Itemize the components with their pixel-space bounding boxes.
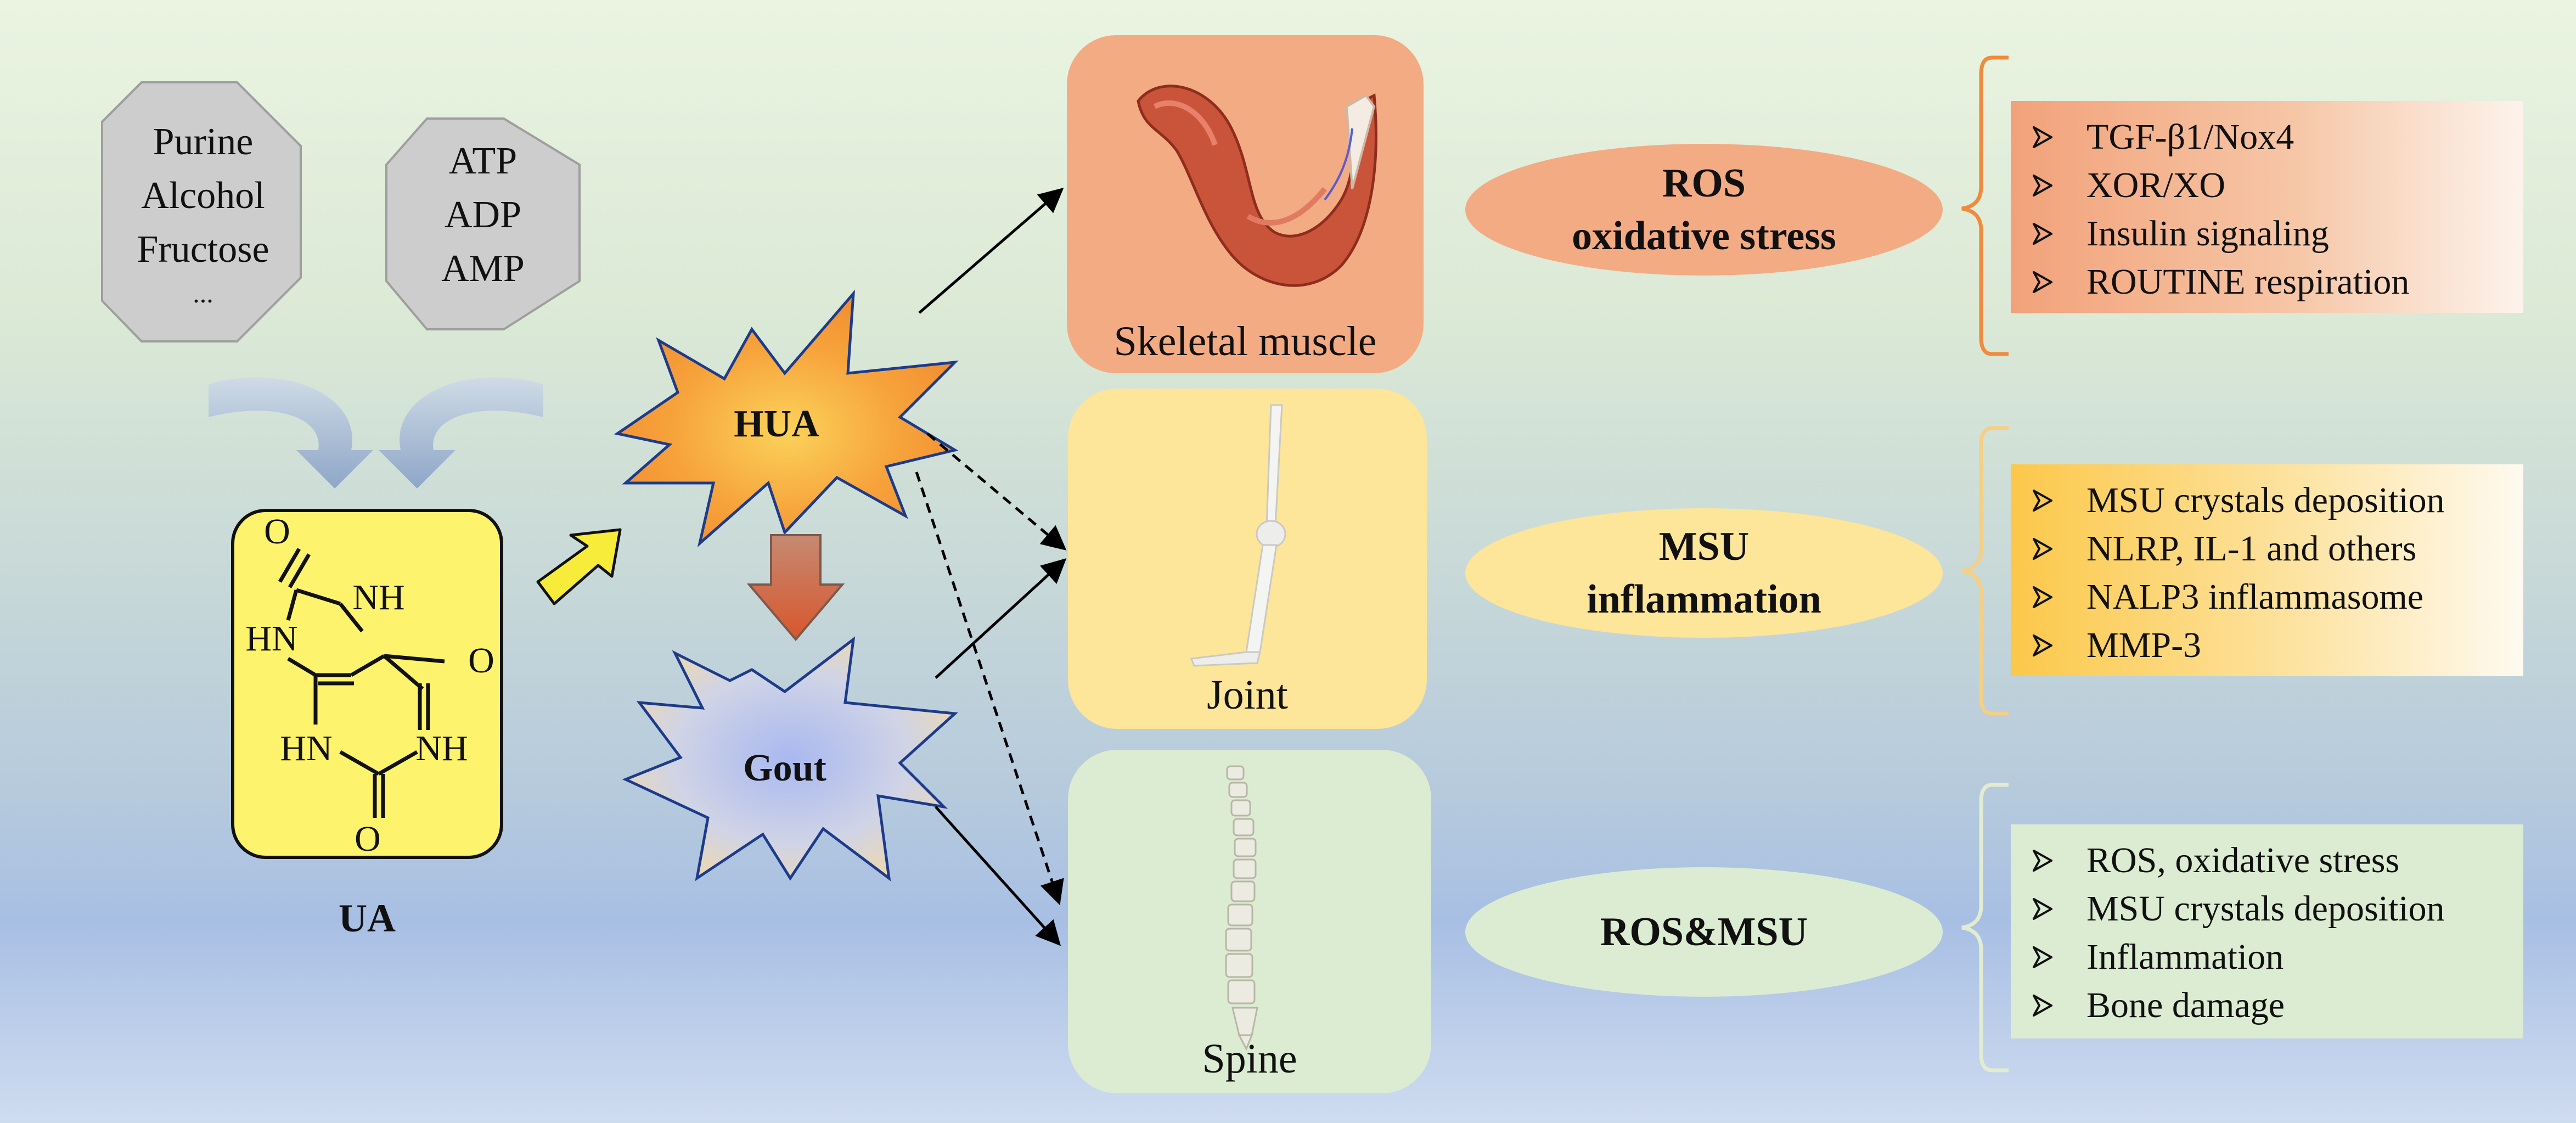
sources-right-text: ATP ADP AMP <box>395 134 571 296</box>
detail-spine-3: Inflammation <box>2033 933 2523 981</box>
arrowhead-bullet-icon <box>2033 635 2052 656</box>
mechanism-msu: MSU inflammation <box>1465 508 1943 638</box>
detail-joint-4: MMP-3 <box>2033 621 2523 670</box>
detail-muscle-2: XOR/XO <box>2033 161 2523 210</box>
panel-label-joint: Joint <box>1207 672 1288 718</box>
detail-joint-1: MSU crystals deposition <box>2033 476 2523 525</box>
mechanism-msu-line1: MSU <box>1658 524 1750 569</box>
panel-label-spine: Spine <box>1202 1036 1297 1082</box>
arrowhead-bullet-icon <box>2033 175 2052 196</box>
detail-spine-1: ROS, oxidative stress <box>2033 836 2523 885</box>
arrowhead-bullet-icon <box>2033 898 2052 920</box>
muscle-illustration <box>1137 85 1377 287</box>
mechanism-msu-line2: inflammation <box>1587 577 1821 622</box>
arrowhead-bullet-icon <box>2033 126 2052 148</box>
bracket-joint <box>1961 426 2009 716</box>
source-atp: ATP <box>448 140 518 182</box>
source-amp: AMP <box>441 248 525 290</box>
ua-to-hua-arrow <box>536 528 622 605</box>
source-purine: Purine <box>153 121 254 163</box>
arrow-hua-to-spine <box>915 471 1064 906</box>
source-adp: ADP <box>444 194 522 236</box>
spine-illustration <box>1225 765 1258 1051</box>
sources-right-polygon <box>385 117 581 330</box>
detail-joint-3: NALP3 inflammasome <box>2033 573 2523 621</box>
atom-o-bottom: O <box>355 819 381 859</box>
bracket-muscle <box>1961 55 2009 356</box>
mechanism-ros: ROS oxidative stress <box>1465 144 1943 276</box>
mechanism-ros-line2: oxidative stress <box>1572 214 1836 259</box>
joint-illustration <box>1190 404 1286 667</box>
mechanism-ros-line1: ROS <box>1662 161 1746 206</box>
details-joint: MSU crystals deposition NLRP, IL-1 and o… <box>2011 464 2523 676</box>
atom-o-top: O <box>264 512 290 552</box>
arrowhead-bullet-icon <box>2033 946 2052 968</box>
ua-box <box>231 509 503 859</box>
arrowhead-bullet-icon <box>2033 850 2052 872</box>
detail-joint-2: NLRP, IL-1 and others <box>2033 525 2523 573</box>
panel-joint: Joint <box>1068 389 1427 729</box>
gout-burst <box>622 636 958 881</box>
sources-left-polygon <box>101 81 302 342</box>
curved-arrow-left <box>209 377 373 488</box>
detail-muscle-4: ROUTINE respiration <box>2033 258 2523 306</box>
panel-label-skeletal-muscle: Skeletal muscle <box>1113 318 1377 364</box>
arrow-gout-to-spine <box>935 806 1061 946</box>
curved-arrow-right <box>379 377 543 488</box>
source-alcohol: Alcohol <box>141 175 265 217</box>
hua-burst <box>614 289 959 547</box>
bracket-spine <box>1961 783 2009 1073</box>
atom-nh-bottom: NH <box>415 728 468 768</box>
detail-muscle-3: Insulin signaling <box>2033 210 2523 258</box>
arrowhead-bullet-icon <box>2033 586 2052 608</box>
hua-to-gout-arrow <box>746 534 845 642</box>
atom-o-right: O <box>468 641 494 681</box>
source-ellipsis: ... <box>193 278 213 308</box>
panel-skeletal-muscle: Skeletal muscle <box>1067 35 1424 373</box>
arrowhead-bullet-icon <box>2033 995 2052 1017</box>
details-muscle: TGF-β1/Nox4 XOR/XO Insulin signaling ROU… <box>2011 101 2523 313</box>
gout-label: Gout <box>743 747 826 789</box>
atom-hn-left: HN <box>245 619 297 659</box>
arrowhead-bullet-icon <box>2033 490 2052 512</box>
detail-muscle-1: TGF-β1/Nox4 <box>2033 113 2523 161</box>
arrowhead-bullet-icon <box>2033 538 2052 560</box>
sources-left-text: Purine Alcohol Fructose ... <box>110 115 296 310</box>
ua-label: UA <box>339 896 396 940</box>
atom-nh-top: NH <box>352 577 404 617</box>
mechanism-ros-msu: ROS&MSU <box>1465 867 1943 997</box>
source-fructose: Fructose <box>137 228 269 271</box>
details-spine: ROS, oxidative stress MSU crystals depos… <box>2011 824 2523 1038</box>
mechanism-ros-msu-line1: ROS&MSU <box>1600 909 1808 954</box>
arrow-gout-to-joint <box>935 558 1067 679</box>
uric-acid-structure <box>278 548 445 818</box>
atom-hn-bottom: HN <box>280 728 332 768</box>
arrowhead-bullet-icon <box>2033 223 2052 245</box>
detail-spine-2: MSU crystals deposition <box>2033 885 2523 933</box>
detail-spine-4: Bone damage <box>2033 981 2523 1030</box>
hua-label: HUA <box>734 403 819 445</box>
panel-spine: Spine <box>1068 750 1431 1093</box>
arrow-hua-to-muscle <box>918 188 1064 314</box>
arrow-hua-to-joint <box>926 433 1067 551</box>
arrowhead-bullet-icon <box>2033 271 2052 293</box>
